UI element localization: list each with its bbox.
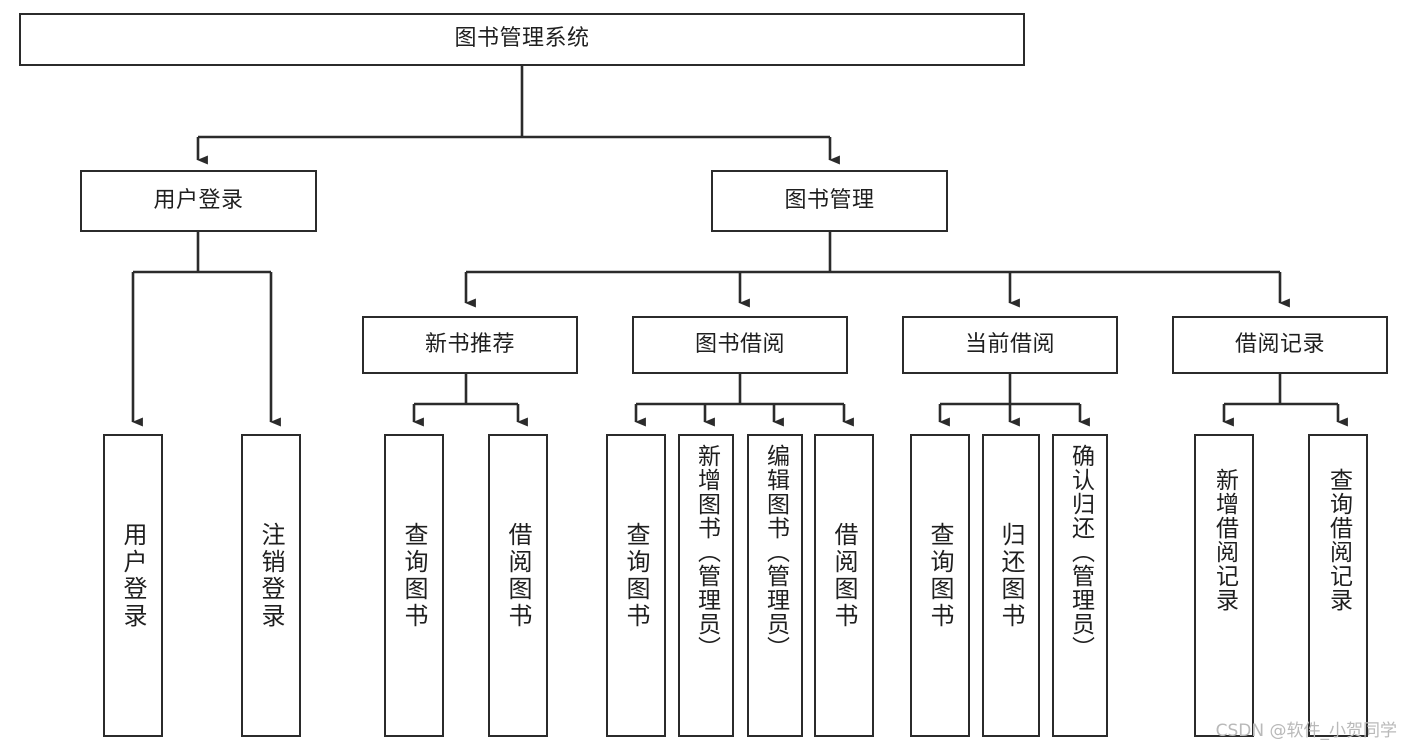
node-new-book-recommend[interactable]: 新书推荐 xyxy=(362,316,578,374)
node-user-login-label: 用户登录 xyxy=(153,187,244,213)
node-new-book-recommend-label: 新书推荐 xyxy=(424,331,515,357)
node-book-borrow[interactable]: 图书借阅 xyxy=(632,316,848,374)
node-current-borrow[interactable]: 当前借阅 xyxy=(902,316,1118,374)
node-book-management-label: 图书管理 xyxy=(784,187,875,213)
node-borrow-record-label: 借阅记录 xyxy=(1234,331,1325,357)
node-root[interactable]: 图书管理系统 xyxy=(19,13,1025,66)
node-leaf-borrow-book-2[interactable]: 借阅图书 xyxy=(814,434,874,737)
node-leaf-query-book-1[interactable]: 查询图书 xyxy=(384,434,444,737)
node-leaf-confirm-return[interactable]: 确认归还（管理员） xyxy=(1052,434,1108,737)
node-leaf-query-record-label: 查询借阅记录 xyxy=(1325,468,1352,612)
node-leaf-logout-login-label: 注销登录 xyxy=(257,522,285,630)
node-leaf-user-login[interactable]: 用户登录 xyxy=(103,434,163,737)
node-leaf-borrow-book-2-label: 借阅图书 xyxy=(830,522,858,630)
node-leaf-query-book-1-label: 查询图书 xyxy=(400,522,428,630)
node-leaf-add-book-label: 新增图书（管理员） xyxy=(693,444,720,660)
node-leaf-confirm-return-label: 确认归还（管理员） xyxy=(1067,444,1094,660)
node-user-login[interactable]: 用户登录 xyxy=(80,170,317,232)
node-book-management[interactable]: 图书管理 xyxy=(711,170,948,232)
node-borrow-record[interactable]: 借阅记录 xyxy=(1172,316,1388,374)
node-leaf-logout-login[interactable]: 注销登录 xyxy=(241,434,301,737)
node-leaf-query-record[interactable]: 查询借阅记录 xyxy=(1308,434,1368,737)
node-leaf-return-book-label: 归还图书 xyxy=(997,522,1025,630)
node-leaf-query-book-2-label: 查询图书 xyxy=(622,522,650,630)
node-leaf-user-login-label: 用户登录 xyxy=(119,522,147,630)
watermark-text: CSDN @软件_小贺同学 xyxy=(1215,721,1397,741)
node-leaf-query-book-3[interactable]: 查询图书 xyxy=(910,434,970,737)
node-leaf-borrow-book-1-label: 借阅图书 xyxy=(504,522,532,630)
node-leaf-query-book-3-label: 查询图书 xyxy=(926,522,954,630)
node-root-label: 图书管理系统 xyxy=(454,26,590,52)
node-leaf-edit-book-label: 编辑图书（管理员） xyxy=(762,444,789,660)
node-leaf-borrow-book-1[interactable]: 借阅图书 xyxy=(488,434,548,737)
node-leaf-add-record-label: 新增借阅记录 xyxy=(1211,468,1238,612)
node-current-borrow-label: 当前借阅 xyxy=(964,331,1055,357)
node-leaf-edit-book[interactable]: 编辑图书（管理员） xyxy=(747,434,803,737)
node-leaf-query-book-2[interactable]: 查询图书 xyxy=(606,434,666,737)
node-leaf-add-record[interactable]: 新增借阅记录 xyxy=(1194,434,1254,737)
node-book-borrow-label: 图书借阅 xyxy=(694,331,785,357)
node-leaf-return-book[interactable]: 归还图书 xyxy=(982,434,1040,737)
node-leaf-add-book[interactable]: 新增图书（管理员） xyxy=(678,434,734,737)
